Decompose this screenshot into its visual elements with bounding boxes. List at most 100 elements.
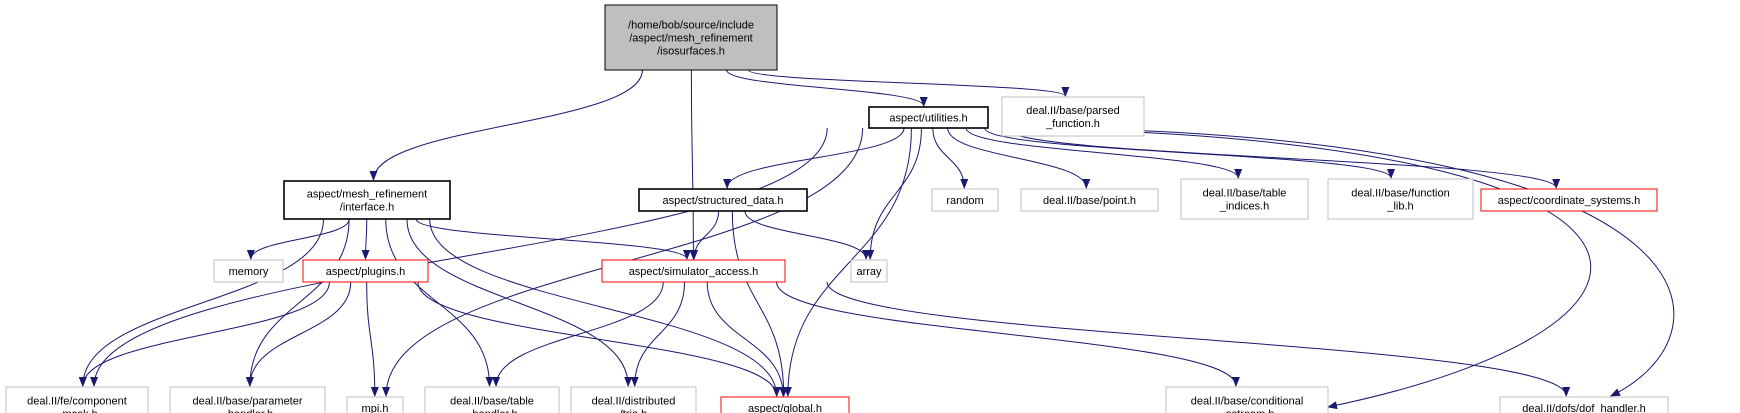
node-label: aspect/mesh_refinement xyxy=(307,189,427,201)
edge-simulator_access-to-conditional_ostream xyxy=(776,281,1240,387)
node-label: /aspect/mesh_refinement xyxy=(629,33,753,45)
edge-plugins-to-mpi xyxy=(366,281,379,397)
node-dof_handler[interactable]: deal.II/dofs/dof_handler.h xyxy=(1499,396,1669,413)
edge-interface-to-table_handler xyxy=(385,218,494,387)
node-label: deal.II/base/conditional xyxy=(1191,396,1304,408)
edge-plugins-to-global xyxy=(417,281,781,397)
node-label: aspect/global.h xyxy=(748,403,822,413)
node-box xyxy=(931,188,999,212)
node-box xyxy=(601,259,786,283)
node-label: deal.II/dofs/dof_handler.h xyxy=(1522,403,1646,413)
node-box xyxy=(169,386,326,413)
node-box xyxy=(424,386,560,413)
edge-root-to-interface xyxy=(369,69,643,181)
node-box xyxy=(1001,96,1145,137)
node-box xyxy=(1327,178,1474,220)
edge-interface-to-global xyxy=(429,218,781,397)
node-table_indices[interactable]: deal.II/base/table_indices.h xyxy=(1180,178,1309,220)
node-parameter_handler[interactable]: deal.II/base/parameter_handler.h xyxy=(169,386,326,413)
node-label: deal.II/base/table xyxy=(1203,188,1287,200)
edge-root-to-parsed_function xyxy=(747,69,1070,97)
node-label: deal.II/base/parsed xyxy=(1026,105,1120,117)
node-plugins[interactable]: aspect/plugins.h xyxy=(302,259,429,283)
node-box xyxy=(346,396,404,413)
node-memory[interactable]: memory xyxy=(213,259,284,283)
node-label: _indices.h xyxy=(1219,201,1270,213)
node-utilities[interactable]: aspect/utilities.h xyxy=(868,106,989,129)
edge-interface-to-simulator_access xyxy=(415,218,691,260)
node-label: memory xyxy=(229,266,269,278)
node-random[interactable]: random xyxy=(931,188,999,212)
node-label: deal.II/base/point.h xyxy=(1043,195,1136,207)
edge-simulator_access-to-distributed_tria xyxy=(630,281,685,387)
edge-interface-to-distributed_tria xyxy=(406,218,633,387)
edge-utilities-to-array xyxy=(866,127,922,260)
node-label: _handler.h xyxy=(465,409,517,413)
node-label: deal.II/distributed xyxy=(592,396,676,408)
edge-simulator_access-to-table_handler xyxy=(492,281,664,387)
edge-utilities-to-conditional_ostream xyxy=(1006,127,1592,410)
node-label: deal.II/fe/component xyxy=(27,396,127,408)
node-label: /home/bob/source/include xyxy=(628,20,754,32)
node-label: aspect/coordinate_systems.h xyxy=(1498,195,1640,207)
node-box xyxy=(1480,188,1658,212)
node-function_lib[interactable]: deal.II/base/function_lib.h xyxy=(1327,178,1474,220)
node-global[interactable]: aspect/global.h xyxy=(720,396,850,413)
edge-utilities-to-random xyxy=(932,127,969,189)
node-box xyxy=(1020,188,1159,212)
node-label: mpi.h xyxy=(362,403,389,413)
node-component_mask[interactable]: deal.II/fe/component_mask.h xyxy=(5,386,149,413)
node-box xyxy=(570,386,697,413)
edge-utilities-to-coordinate_systems xyxy=(1004,127,1561,189)
edge-interface-to-plugins xyxy=(361,218,370,260)
node-label: _ostream.h xyxy=(1218,409,1274,413)
nodes-layer: /home/bob/source/include/aspect/mesh_ref… xyxy=(5,4,1669,413)
node-label: _function.h xyxy=(1045,118,1100,130)
node-interface[interactable]: aspect/mesh_refinement/interface.h xyxy=(283,180,451,220)
node-label: _lib.h xyxy=(1386,201,1413,213)
node-box xyxy=(1165,386,1329,413)
node-structured_data[interactable]: aspect/structured_data.h xyxy=(638,188,808,212)
edge-plugins-to-parameter_handler xyxy=(245,281,352,387)
node-root[interactable]: /home/bob/source/include/aspect/mesh_ref… xyxy=(604,4,778,71)
node-array[interactable]: array xyxy=(850,259,888,283)
node-label: _handler.h xyxy=(221,409,273,413)
node-box xyxy=(5,386,149,413)
node-label: /tria.h xyxy=(620,409,648,413)
edge-structured_data-to-global xyxy=(731,210,788,397)
edge-utilities-to-table_indices xyxy=(965,127,1243,179)
edge-plugins-to-component_mask xyxy=(78,281,330,387)
edges-layer xyxy=(78,69,1675,410)
node-label: deal.II/base/parameter xyxy=(192,396,302,408)
node-label: aspect/utilities.h xyxy=(889,113,967,125)
node-box xyxy=(868,106,989,129)
node-label: /interface.h xyxy=(340,202,394,214)
node-box xyxy=(720,396,850,413)
node-point[interactable]: deal.II/base/point.h xyxy=(1020,188,1159,212)
node-label: _mask.h xyxy=(55,409,98,413)
node-label: random xyxy=(946,195,983,207)
node-box xyxy=(283,180,451,220)
node-coordinate_systems[interactable]: aspect/coordinate_systems.h xyxy=(1480,188,1658,212)
node-mpi[interactable]: mpi.h xyxy=(346,396,404,413)
node-conditional_ostream[interactable]: deal.II/base/conditional_ostream.h xyxy=(1165,386,1329,413)
node-box xyxy=(604,4,778,71)
node-label: aspect/structured_data.h xyxy=(662,195,783,207)
node-table_handler[interactable]: deal.II/base/table_handler.h xyxy=(424,386,560,413)
edge-root-to-simulator_access xyxy=(689,69,698,260)
node-label: array xyxy=(856,266,882,278)
node-label: aspect/plugins.h xyxy=(326,266,406,278)
edge-utilities-to-global xyxy=(783,127,912,397)
node-simulator_access[interactable]: aspect/simulator_access.h xyxy=(601,259,786,283)
edge-interface-to-memory xyxy=(246,218,350,260)
edge-root-to-utilities xyxy=(726,69,928,107)
edge-utilities-to-component_mask xyxy=(90,127,828,387)
node-label: deal.II/base/table xyxy=(450,396,534,408)
node-parsed_function[interactable]: deal.II/base/parsed_function.h xyxy=(1001,96,1145,137)
node-box xyxy=(1499,396,1669,413)
node-distributed_tria[interactable]: deal.II/distributed/tria.h xyxy=(570,386,697,413)
node-label: aspect/simulator_access.h xyxy=(629,266,759,278)
node-label: /isosurfaces.h xyxy=(657,46,725,58)
edge-utilities-to-point xyxy=(947,127,1091,189)
